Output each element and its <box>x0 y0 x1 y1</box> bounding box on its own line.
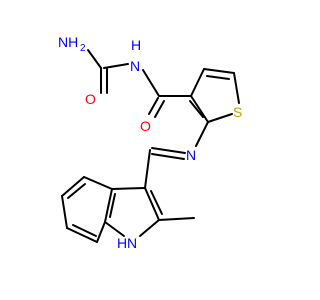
bond-c4-c5-inner <box>206 75 230 80</box>
bond-camide-o-1 <box>148 97 159 115</box>
bonds <box>61 49 240 243</box>
bond-c2i-n1 <box>139 219 160 237</box>
atom-o-amide: O <box>140 118 151 134</box>
bond-c2i-methyl <box>158 217 195 221</box>
molecule-structure: NH 2 O N H O S N N H <box>58 34 242 251</box>
bond-c7a-c3a <box>104 188 113 223</box>
bond-nh-camide <box>142 69 160 97</box>
bond-camide-o-2 <box>154 100 165 118</box>
bond-nimine-ch-1 <box>151 147 186 154</box>
bond-c6-c7 <box>66 227 98 243</box>
bond-c4-c5b <box>61 176 85 197</box>
atom-h-indole: H <box>117 235 127 251</box>
atom-labels: NH 2 O N H O S N N H <box>58 34 242 251</box>
atom-n-indole: N <box>127 235 137 251</box>
bond-c2-c3-inner <box>189 100 204 118</box>
molecule-canvas: NH 2 O N H O S N N H <box>58 34 242 251</box>
atom-nh2: NH <box>58 34 78 50</box>
bond-ch-c3indole <box>144 149 151 189</box>
bond-c3i-c2i-inner <box>150 190 163 215</box>
bond-nimine-ch-2 <box>151 153 185 160</box>
atom-n-imine: N <box>186 147 196 163</box>
bond-c3a-c4 <box>83 176 113 190</box>
atom-s-thiophene: S <box>233 104 242 120</box>
bond-c2-c3 <box>190 95 209 123</box>
bond-c3i-c2i <box>144 187 160 221</box>
bond-c-nh <box>103 63 129 69</box>
bond-c2-nimine <box>195 121 209 147</box>
atom-nh2-subscript: 2 <box>80 43 86 54</box>
bond-c7-c7a <box>96 221 106 243</box>
atom-n-amide: N <box>130 58 140 74</box>
bond-c7a-c3a-inner <box>109 193 116 218</box>
bond-c5b-c6 <box>61 195 68 229</box>
bond-nh2-c <box>87 49 102 69</box>
atom-o-urea: O <box>85 91 96 107</box>
bond-c3-c4 <box>190 68 205 97</box>
bond-c6-c7-inner <box>72 224 97 237</box>
bond-c5-s <box>233 72 240 104</box>
bond-c4-c5 <box>203 68 235 74</box>
bond-n1-c7a <box>104 221 125 237</box>
bond-c3a-c3i <box>111 187 146 190</box>
atom-h-amide: H <box>131 37 141 53</box>
bond-c4-c5b-inner <box>67 183 86 199</box>
bond-s-c2 <box>207 113 233 123</box>
